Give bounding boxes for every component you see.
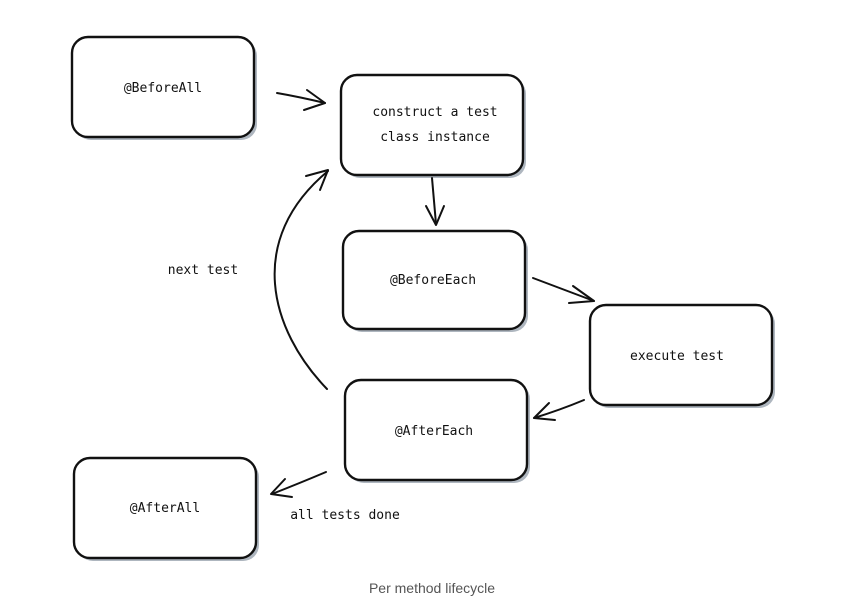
- node-before-each-label: @BeforeEach: [390, 273, 476, 288]
- node-after-each: @AfterEach: [343, 378, 530, 483]
- arrow-before-all-to-construct: [276, 89, 326, 111]
- arrow-after-each-to-construct: [273, 169, 329, 390]
- node-construct-instance: construct a test class instance: [339, 73, 526, 178]
- node-construct-instance-label-line1: construct a test: [372, 105, 497, 120]
- node-construct-instance-label-line2: class instance: [380, 130, 490, 145]
- node-after-each-label: @AfterEach: [395, 424, 473, 439]
- edge-label-all-tests-done: all tests done: [290, 508, 400, 523]
- node-execute-test-label: execute test: [630, 349, 724, 364]
- edge-label-next-test: next test: [168, 263, 238, 278]
- arrow-after-each-to-after-all: [270, 471, 327, 498]
- node-before-all: @BeforeAll: [70, 35, 257, 140]
- arrow-before-each-to-execute: [532, 277, 595, 304]
- figure-caption: Per method lifecycle: [368, 580, 496, 596]
- node-execute-test: execute test: [588, 303, 775, 408]
- arrow-construct-to-before-each: [425, 177, 445, 226]
- node-after-all-label: @AfterAll: [130, 501, 200, 516]
- arrow-execute-to-after-each: [533, 399, 585, 421]
- node-before-all-label: @BeforeAll: [124, 81, 202, 96]
- node-before-each: @BeforeEach: [341, 229, 528, 332]
- node-after-all: @AfterAll: [72, 456, 259, 561]
